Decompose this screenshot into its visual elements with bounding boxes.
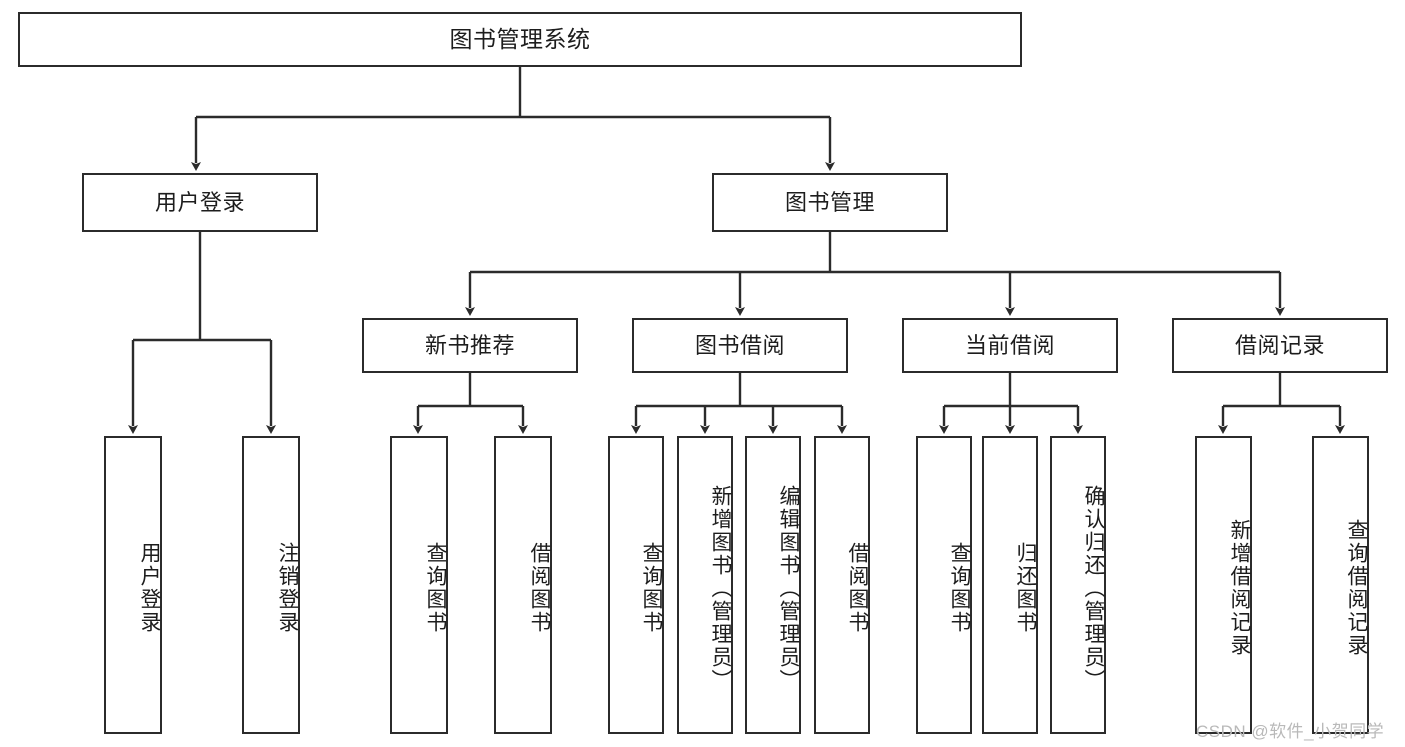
node-borrow-record[interactable]: 借阅记录: [1172, 318, 1388, 373]
leaf-node-query-book-borrow[interactable]: 查询图书: [608, 436, 664, 734]
leaf-node-add-book[interactable]: 新增图书（管理员）: [677, 436, 733, 734]
leaf-node-edit-book[interactable]: 编辑图书（管理员）: [745, 436, 801, 734]
node-label: 查询图书: [424, 542, 447, 634]
node-label: 编辑图书（管理员）: [777, 484, 800, 692]
node-label: 确认归还（管理员）: [1082, 484, 1105, 692]
node-label: 用户登录: [138, 542, 161, 634]
csdn-watermark: CSDN @软件_小贺同学: [1196, 722, 1385, 741]
node-label: 图书管理系统: [449, 25, 591, 52]
node-label: 归还图书: [1014, 542, 1037, 634]
node-label: 查询图书: [948, 542, 971, 634]
node-user-login[interactable]: 用户登录: [82, 173, 318, 232]
node-label: 新增图书（管理员）: [709, 484, 732, 692]
node-root-book-management-system[interactable]: 图书管理系统: [18, 12, 1022, 67]
leaf-node-query-book-current[interactable]: 查询图书: [916, 436, 972, 734]
node-label: 图书借阅: [694, 332, 785, 358]
node-label: 当前借阅: [964, 332, 1055, 358]
node-label: 图书管理: [784, 189, 875, 215]
leaf-node-confirm-return[interactable]: 确认归还（管理员）: [1050, 436, 1106, 734]
leaf-node-user-login[interactable]: 用户登录: [104, 436, 162, 734]
node-label: 新增借阅记录: [1228, 519, 1251, 657]
node-label: 新书推荐: [424, 332, 515, 358]
leaf-node-add-borrow-record[interactable]: 新增借阅记录: [1195, 436, 1252, 734]
node-label: 注销登录: [276, 542, 299, 634]
node-label: 查询借阅记录: [1345, 519, 1368, 657]
node-book-management[interactable]: 图书管理: [712, 173, 948, 232]
node-current-borrow[interactable]: 当前借阅: [902, 318, 1118, 373]
node-label: 用户登录: [154, 189, 245, 215]
leaf-node-borrow-book-new-rec[interactable]: 借阅图书: [494, 436, 552, 734]
leaf-node-query-book-new-rec[interactable]: 查询图书: [390, 436, 448, 734]
node-book-borrow[interactable]: 图书借阅: [632, 318, 848, 373]
node-label: 查询图书: [640, 542, 663, 634]
leaf-node-query-borrow-record[interactable]: 查询借阅记录: [1312, 436, 1369, 734]
leaf-node-return-book[interactable]: 归还图书: [982, 436, 1038, 734]
node-label: 借阅图书: [528, 542, 551, 634]
node-label: 借阅图书: [846, 542, 869, 634]
leaf-node-logout[interactable]: 注销登录: [242, 436, 300, 734]
leaf-node-borrow-book[interactable]: 借阅图书: [814, 436, 870, 734]
node-label: 借阅记录: [1234, 332, 1325, 358]
node-new-book-recommendation[interactable]: 新书推荐: [362, 318, 578, 373]
